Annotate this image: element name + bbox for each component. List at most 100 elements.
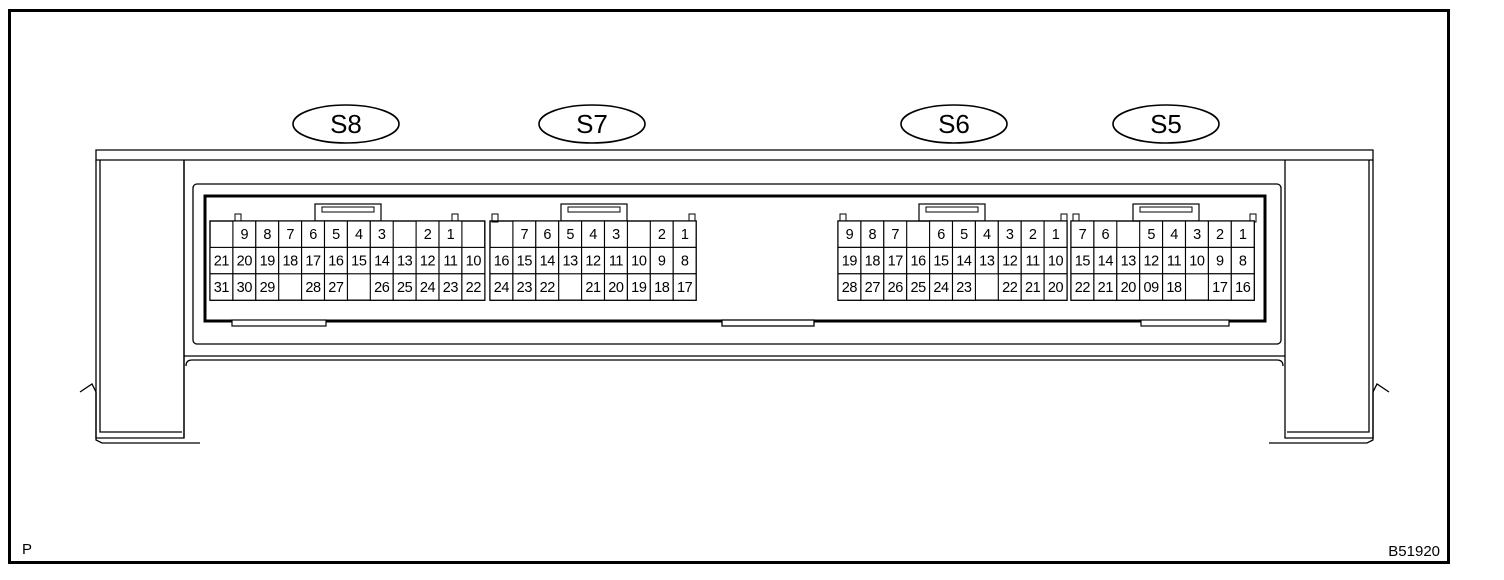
- lock-bar: [1140, 319, 1230, 327]
- pin-number: 17: [677, 280, 693, 296]
- pin-number: 4: [983, 227, 991, 243]
- pin-number: 19: [260, 254, 276, 270]
- pin-number: 25: [910, 280, 926, 296]
- connector-latch-slot: [925, 206, 979, 213]
- pin-number: 13: [397, 254, 413, 270]
- pin-number: 21: [585, 280, 601, 296]
- pin-number: 12: [1143, 254, 1159, 270]
- pin-number: 8: [1239, 254, 1247, 270]
- pin-number: 5: [960, 227, 968, 243]
- pin-number: 2: [424, 227, 432, 243]
- pin-number: 6: [937, 227, 945, 243]
- pin-number: 15: [517, 254, 533, 270]
- pin-number: 12: [1002, 254, 1018, 270]
- pin-number: 3: [612, 227, 620, 243]
- pin-number: 31: [214, 280, 230, 296]
- pin-number: 1: [681, 227, 689, 243]
- pin-number: 14: [374, 254, 390, 270]
- pin-number: 10: [466, 254, 482, 270]
- pin-number: 12: [420, 254, 436, 270]
- connector-latch-slot: [567, 206, 621, 213]
- pin-number: 5: [566, 227, 574, 243]
- connector-label: S7: [576, 109, 608, 139]
- pin-number: 21: [1025, 280, 1041, 296]
- pin-number: 6: [1102, 227, 1110, 243]
- pin-number: 20: [608, 280, 624, 296]
- pin-cell: [951, 273, 976, 301]
- pin-number: 14: [1098, 254, 1114, 270]
- pin-number: 16: [1235, 280, 1251, 296]
- pin-number: 09: [1143, 280, 1159, 296]
- pin-number: 27: [865, 280, 881, 296]
- pin-number: 2: [1029, 227, 1037, 243]
- pin-number: 7: [891, 227, 899, 243]
- pin-number: 11: [1026, 254, 1041, 270]
- pin-number: 14: [956, 254, 972, 270]
- pin-number: 4: [589, 227, 597, 243]
- pin-number: 21: [1098, 280, 1114, 296]
- pin-number: 7: [521, 227, 529, 243]
- pin-number: 4: [1170, 227, 1178, 243]
- pin-number: 21: [214, 254, 230, 270]
- pin-number: 19: [842, 254, 858, 270]
- pin-number: 11: [443, 254, 458, 270]
- pin-number: 10: [1189, 254, 1205, 270]
- pin-number: 13: [1121, 254, 1137, 270]
- corner-code-left: P: [22, 541, 32, 558]
- pin-number: 18: [865, 254, 881, 270]
- connector-latch-slot: [321, 206, 375, 213]
- pin-number: 6: [309, 227, 317, 243]
- pin-number: 9: [846, 227, 854, 243]
- ecu-housing: [79, 149, 1390, 444]
- pin-number: 6: [543, 227, 551, 243]
- pin-number: 15: [1075, 254, 1091, 270]
- pin-cell: [1043, 273, 1068, 301]
- pin-number: 1: [1239, 227, 1247, 243]
- pin-number: 15: [933, 254, 949, 270]
- pin-number: 23: [443, 280, 459, 296]
- pin-number: 8: [681, 254, 689, 270]
- pin-number: 7: [1079, 227, 1087, 243]
- pin-number: 24: [933, 280, 949, 296]
- pin-number: 23: [956, 280, 972, 296]
- pin-number: 24: [494, 280, 510, 296]
- pin-number: 22: [1002, 280, 1018, 296]
- pin-number: 9: [658, 254, 666, 270]
- pin-number: 8: [869, 227, 877, 243]
- pin-number: 3: [1006, 227, 1014, 243]
- pin-number: 9: [1216, 254, 1224, 270]
- pin-number: 20: [237, 254, 253, 270]
- connector-guide-tab: [491, 213, 499, 223]
- pin-number: 29: [260, 280, 276, 296]
- connector-label-ellipse: [900, 104, 1008, 144]
- connector-label: S8: [330, 109, 362, 139]
- connector-label-ellipse: [1112, 104, 1220, 144]
- pin-number: 18: [1166, 280, 1182, 296]
- figure-code: B51920: [1388, 543, 1440, 560]
- pin-number: 18: [282, 254, 298, 270]
- pin-number: 26: [374, 280, 390, 296]
- pin-number: 25: [397, 280, 413, 296]
- pin-number: 2: [658, 227, 666, 243]
- pin-number: 24: [420, 280, 436, 296]
- pin-number: 16: [910, 254, 926, 270]
- pin-number: 22: [540, 280, 556, 296]
- pin-number: 5: [332, 227, 340, 243]
- pin-number: 11: [609, 254, 624, 270]
- pin-cell: [323, 273, 348, 301]
- pin-number: 13: [562, 254, 578, 270]
- pin-number: 26: [888, 280, 904, 296]
- pin-cell: [535, 273, 560, 301]
- connector-label-ellipse: [538, 104, 646, 144]
- pin-number: 14: [540, 254, 556, 270]
- figure-frame: [8, 9, 1450, 564]
- pin-number: 20: [1121, 280, 1137, 296]
- pin-number: 4: [355, 227, 363, 243]
